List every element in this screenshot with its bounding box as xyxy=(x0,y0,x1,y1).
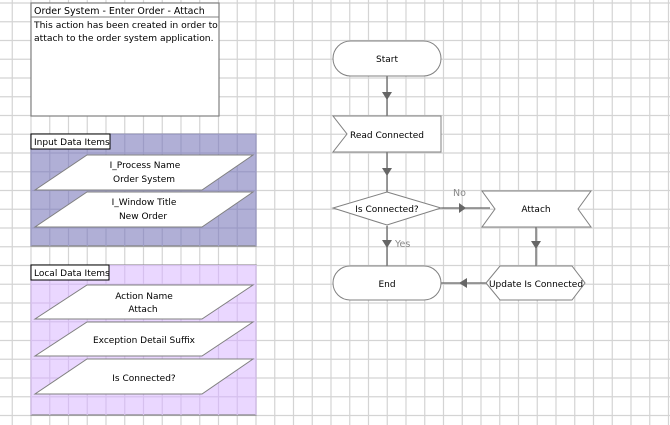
decision-node[interactable]: Is Connected? xyxy=(331,191,443,226)
svg-text:I_Window Title: I_Window Title xyxy=(112,198,177,208)
svg-text:Exception Detail Suffix: Exception Detail Suffix xyxy=(93,336,196,346)
arrowheads xyxy=(382,92,541,288)
arrow-down-icon xyxy=(382,240,392,248)
svg-text:End: End xyxy=(378,280,395,290)
description-title: Order System - Enter Order - Attach xyxy=(34,6,205,17)
svg-text:New Order: New Order xyxy=(119,212,167,222)
start-node[interactable]: Start xyxy=(332,40,442,77)
attach-navigate-stage[interactable]: Attach xyxy=(481,190,592,228)
description-box[interactable]: Order System - Enter Order - Attach This… xyxy=(30,2,220,117)
local-data-panel[interactable]: Local Data Items Action Name Attach Exce… xyxy=(30,264,257,416)
data-item-is-connected[interactable]: Is Connected? xyxy=(33,358,255,395)
svg-text:Update Is Connected: Update Is Connected xyxy=(489,280,583,290)
data-item-exception-detail-suffix[interactable]: Exception Detail Suffix xyxy=(33,321,255,357)
description-line: attach to the order system application. xyxy=(34,33,214,44)
svg-text:Attach: Attach xyxy=(521,205,550,215)
local-panel-label: Local Data Items xyxy=(34,269,110,279)
no-label: No xyxy=(453,188,466,199)
data-item-process-name[interactable]: I_Process Name Order System xyxy=(33,154,255,191)
arrow-down-icon xyxy=(382,168,392,176)
svg-text:Order System: Order System xyxy=(113,175,175,185)
svg-text:Attach: Attach xyxy=(128,305,157,315)
data-item-action-name[interactable]: Action Name Attach xyxy=(33,284,255,320)
description-line: This action has been created in order to xyxy=(33,20,218,31)
svg-text:Is Connected?: Is Connected? xyxy=(355,205,419,215)
arrow-down-icon xyxy=(382,92,392,100)
input-panel-label: Input Data Items xyxy=(34,138,110,148)
input-data-panel[interactable]: Input Data Items I_Process Name Order Sy… xyxy=(30,133,257,247)
read-stage[interactable]: Read Connected xyxy=(331,115,442,153)
arrow-right-icon xyxy=(459,203,466,213)
end-node[interactable]: End xyxy=(332,265,442,301)
arrow-left-icon xyxy=(459,278,467,288)
yes-label: Yes xyxy=(394,239,410,250)
svg-text:Start: Start xyxy=(376,55,398,65)
arrow-down-icon xyxy=(531,241,541,249)
update-calculation-stage[interactable]: Update Is Connected xyxy=(485,265,586,301)
svg-text:Read Connected: Read Connected xyxy=(350,131,424,141)
svg-text:I_Process Name: I_Process Name xyxy=(110,161,181,171)
svg-text:Is Connected?: Is Connected? xyxy=(112,374,176,384)
svg-text:Action Name: Action Name xyxy=(115,292,173,302)
connectors xyxy=(386,76,537,284)
data-item-window-title[interactable]: I_Window Title New Order xyxy=(33,191,255,228)
